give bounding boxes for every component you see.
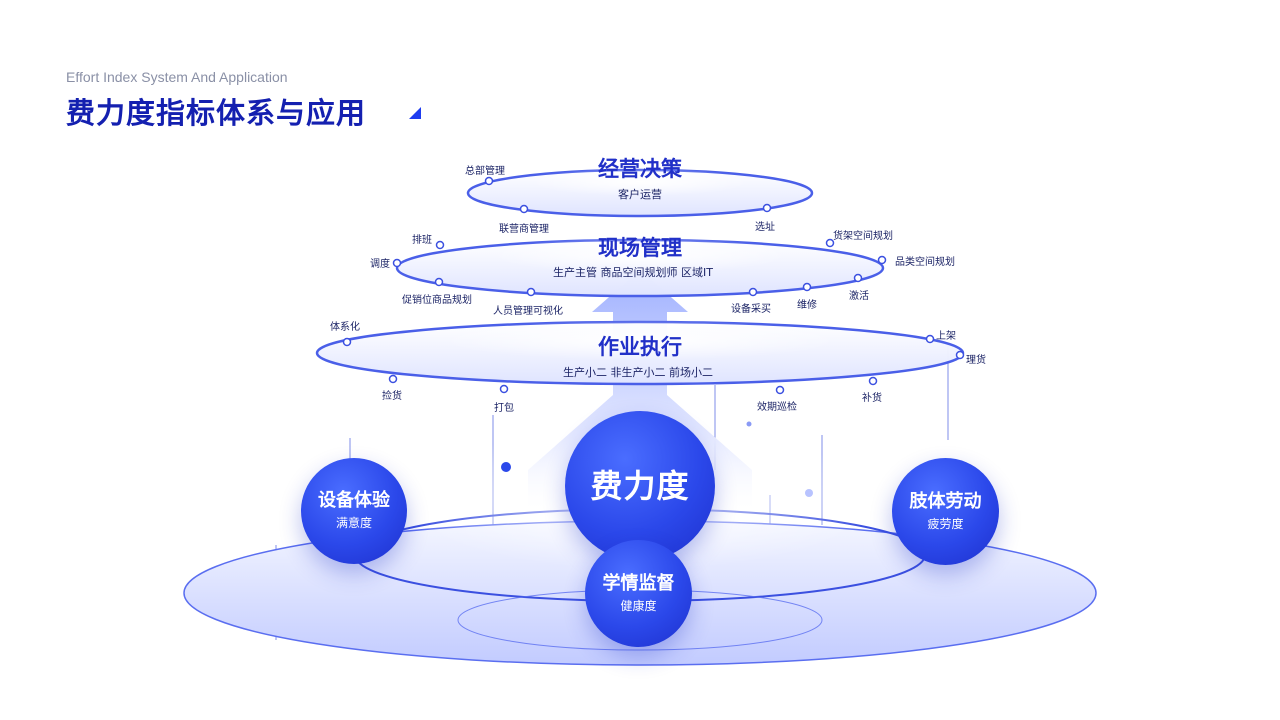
ring-site-management: [392, 237, 887, 298]
ring-business-decision: [466, 168, 814, 218]
circle-subtitle: 健康度: [620, 598, 657, 613]
layer-title-site: 现场管理: [598, 236, 682, 260]
layer-subtitle-business: 客户运营: [618, 188, 662, 201]
label-dispatch: 调度: [370, 259, 390, 270]
circle-title: 学情监督: [602, 572, 675, 594]
label-restocking: 补货: [862, 393, 882, 404]
page-title: 费力度指标体系与应用: [66, 96, 367, 130]
label-equipment-purchase: 设备采买: [731, 304, 771, 315]
label-activation: 激活: [849, 291, 869, 302]
label-tidying: 理货: [966, 355, 986, 366]
label-staff-visualization: 人员管理可视化: [493, 306, 563, 317]
decor-dot: [746, 421, 752, 427]
label-expiry-inspection: 效期巡检: [757, 402, 797, 413]
label-systematization: 体系化: [330, 322, 360, 333]
circle-title: 设备体验: [318, 490, 390, 511]
center-circle-title: 费力度: [590, 467, 690, 505]
layer-title-business: 经营决策: [598, 157, 682, 181]
label-hq-management: 总部管理: [465, 166, 505, 177]
circle-equipment-experience: 设备体验 满意度: [301, 458, 407, 564]
label-shelf-planning: 货架空间规划: [833, 231, 893, 242]
decor-dot: [805, 489, 813, 497]
center-circle-effort: 费力度: [565, 411, 715, 561]
layer-title-execution: 作业执行: [598, 335, 682, 359]
label-picking: 捡货: [382, 391, 402, 402]
decor-dot: [501, 462, 511, 472]
label-maintenance: 维修: [797, 300, 817, 311]
circle-learning-supervision: 学情监督 健康度: [585, 540, 692, 647]
label-promo-planning: 促销位商品规划: [402, 295, 472, 306]
ring-execution: [315, 320, 965, 395]
circle-title: 肢体劳动: [909, 490, 982, 512]
circle-subtitle: 疲劳度: [927, 516, 964, 531]
label-site-selection: 选址: [755, 222, 775, 233]
label-category-planning: 品类空间规划: [895, 257, 955, 268]
label-scheduling: 排班: [412, 235, 432, 246]
circle-subtitle: 满意度: [335, 516, 372, 530]
layer-subtitle-site: 生产主管 商品空间规划师 区域IT: [553, 266, 713, 279]
label-packing: 打包: [494, 403, 514, 414]
layer-subtitle-execution: 生产小二 非生产小二 前场小二: [563, 366, 713, 379]
label-partner-management: 联营商管理: [499, 224, 549, 235]
circle-physical-labor: 肢体劳动 疲劳度: [892, 458, 999, 565]
label-shelving: 上架: [936, 331, 956, 342]
page-subtitle: Effort Index System And Application: [66, 69, 288, 85]
